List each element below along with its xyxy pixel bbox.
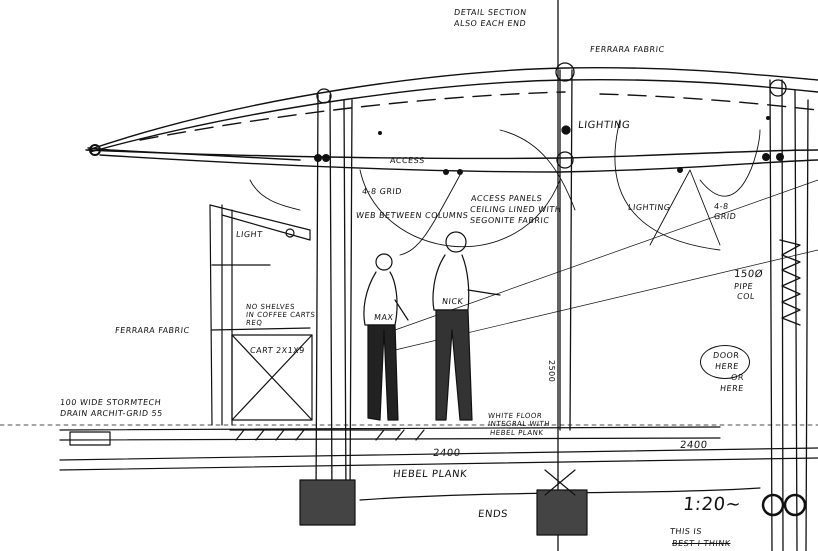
scale-label: 1:20~: [681, 494, 743, 515]
pipe-col-line2: PIPE: [733, 282, 754, 291]
roof-fabric-label: FERRARA FABRIC: [589, 45, 666, 54]
pipe-col-line1: 150ø: [733, 269, 764, 280]
door-note-line2: HERE: [714, 362, 740, 371]
drain-note-line1: 100 WIDE STORMTECH: [59, 398, 162, 407]
ceiling-note-line3: SEGONITE FABRIC: [469, 216, 550, 225]
door-note-line3: OR: [730, 373, 745, 382]
section-note-line2: ALSO EACH END: [453, 19, 527, 28]
people: [363, 231, 501, 421]
ceiling-note-line1: ACCESS PANELS: [470, 194, 543, 203]
pipe-col-line3: COL: [736, 292, 756, 301]
span-dimension-right: 2400: [679, 440, 709, 451]
coffee-cart: [209, 204, 313, 426]
light-label: LIGHT: [235, 230, 263, 239]
roof-canopy: [85, 67, 818, 173]
web-note: WEB BETWEEN COLUMNS: [355, 211, 469, 220]
grid-label-right-2: GRID: [713, 212, 737, 221]
wall-fabric-label: FERRARA FABRIC: [114, 326, 191, 335]
height-dimension: 2500: [547, 360, 556, 383]
lighting-label-top: LIGHTING: [577, 120, 631, 131]
comment-line2: BEST I THINK: [671, 539, 731, 548]
section-note-line1: DETAIL SECTION: [453, 8, 528, 17]
columns: [315, 0, 809, 551]
floor-note-line3: HEBEL PLANK: [489, 429, 544, 437]
span-dimension-left: 2400: [432, 448, 462, 459]
beam-nodes: [314, 116, 784, 175]
ends-label: ENDS: [477, 509, 509, 520]
drain-note-line2: DRAIN ARCHIT-GRID 55: [59, 409, 164, 418]
door-note-line4: HERE: [719, 384, 745, 393]
grid-label-left: 4-8 GRID: [361, 187, 403, 196]
figure-label-max: MAX: [373, 313, 394, 322]
grid-label-right-1: 4-8: [713, 202, 730, 211]
door-note-line1: DOOR: [712, 351, 740, 360]
access-label: ACCESS: [389, 156, 426, 165]
ceiling-note-line2: CEILING LINED WITH: [469, 205, 562, 214]
floor-slab: [0, 424, 818, 536]
comment-line1: THIS IS: [669, 527, 703, 536]
plank-label: HEBEL PLANK: [392, 469, 468, 480]
door-note-ellipse: [700, 345, 750, 379]
figure-label-nick: NICK: [441, 297, 464, 306]
lighting-label-right: LIGHTING: [627, 203, 671, 212]
shelves-note-line3: REQ: [245, 319, 263, 327]
access-arcs: [249, 119, 761, 256]
cart-label: CART 2x1x9: [249, 346, 306, 355]
